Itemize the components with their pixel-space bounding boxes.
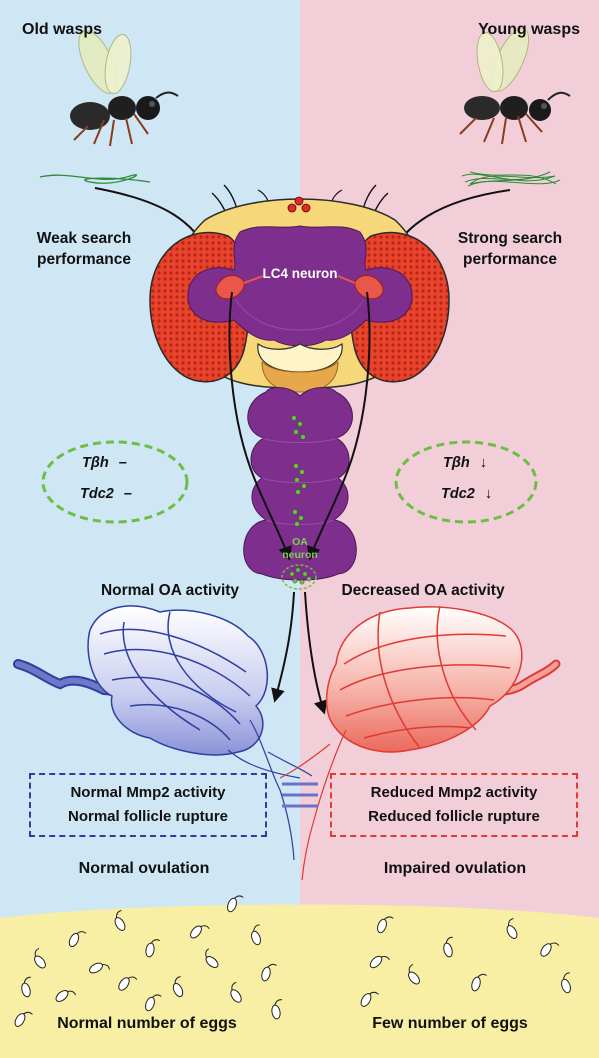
gene-change-indicator: – [118,455,127,471]
search-trace-icon [461,171,561,187]
wasp-icon [70,30,179,147]
left-gene-tbh: Tβh– [82,455,127,471]
ovary-icon [279,605,561,881]
right-outcome-box: Reduced Mmp2 activity Reduced follicle r… [330,773,578,837]
gene-change-indicator: – [123,486,132,502]
left-oa-activity-label: Normal OA activity [100,582,240,599]
right-gene-ring [394,440,538,524]
left-group-title: Old wasps [22,21,103,38]
ventral-nerve-cord [243,387,357,581]
right-oa-to-ovary-arrow [304,591,328,715]
gene-name: Tdc2 [80,486,114,502]
left-oa-to-ovary-arrow [271,591,295,703]
right-panel-background [300,0,599,920]
central-duct [282,782,318,808]
ovary-icon [13,605,313,861]
right-group-title: Young wasps [478,21,580,38]
left-search-label-line2: performance [37,251,131,268]
oa-neuron-cluster [281,564,317,590]
right-gene-tdc2: Tdc2 ↓ [441,486,492,502]
oa-neuron-label-line1: OA [292,536,308,548]
right-outcome-line1: Reduced Mmp2 activity [370,784,538,801]
wasp-icon [459,28,571,145]
gene-name: Tβh [82,455,109,471]
right-egg-count-label: Few number of eggs [372,1015,528,1032]
gene-change-indicator: ↓ [484,486,493,502]
left-lc4-to-oa-arrow [228,291,292,561]
right-ovulation-label: Impaired ovulation [383,860,527,877]
left-panel-background [0,0,300,920]
oa-dots [291,415,307,527]
right-outcome-line2: Reduced follicle rupture [368,808,540,825]
lc4-neuron-label: LC4 neuron [262,266,338,281]
left-search-label-line1: Weak search [36,230,132,247]
right-gene-tbh: Tβh ↓ [443,455,487,471]
gene-name: Tβh [443,455,470,471]
search-trace-icon [39,174,151,184]
left-gene-tdc2: Tdc2– [80,486,132,502]
left-ovulation-label: Normal ovulation [78,860,210,877]
left-gene-ring [41,440,189,524]
right-lc4-to-oa-arrow [307,291,371,561]
gene-name: Tdc2 [441,486,475,502]
left-outcome-line2: Normal follicle rupture [67,808,229,825]
left-egg-count-label: Normal number of eggs [57,1015,237,1032]
right-search-label-line1: Strong search [457,230,563,247]
oa-neuron-label-line2: neuron [282,549,318,561]
right-oa-activity-label: Decreased OA activity [341,582,505,599]
left-outcome-line1: Normal Mmp2 activity [70,784,226,801]
right-search-label-line2: performance [463,251,557,268]
gene-change-indicator: ↓ [479,455,487,471]
left-outcome-box: Normal Mmp2 activity Normal follicle rup… [29,773,267,837]
